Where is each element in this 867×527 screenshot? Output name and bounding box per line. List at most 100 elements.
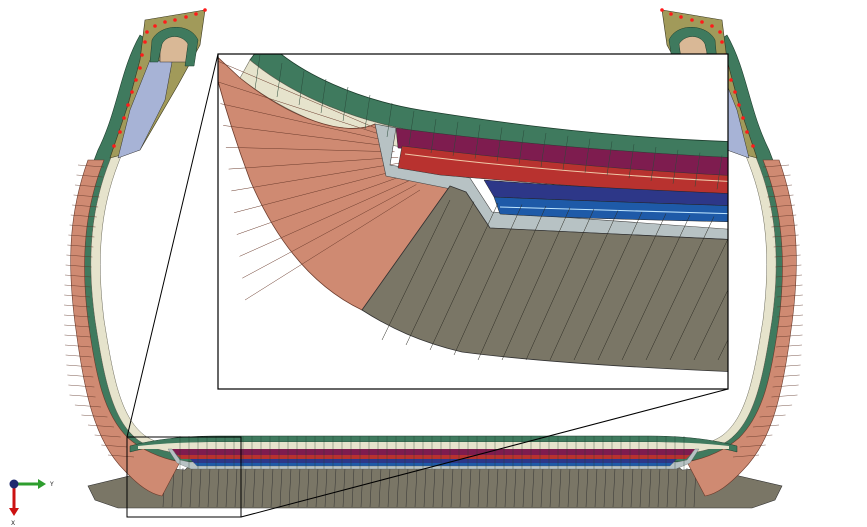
mesh-line [64,304,91,308]
mesh-line [218,81,384,136]
mesh-line [774,364,801,368]
mesh-line [254,54,261,90]
mesh-line [218,61,381,131]
mesh-line [764,174,791,178]
inset-cord-line-2 [499,206,728,215]
mesh-line [414,467,418,508]
node-marker [690,18,694,22]
mesh-line [66,254,93,258]
inset-sidewall-mesh [218,61,421,301]
mesh-line [261,467,265,508]
mesh-line [675,467,679,508]
mesh-line [776,324,803,328]
mesh-line [522,467,526,508]
mesh-line [228,157,399,170]
mesh-line [453,204,523,356]
mesh-line [429,202,499,351]
crown-belt-navy [190,459,677,463]
mesh-line [432,467,436,508]
mesh-line [342,467,346,508]
mesh-line [694,152,701,187]
mesh-line [732,454,760,458]
tread-mesh-lines [162,467,697,508]
mesh-line [76,174,103,178]
mesh-line [774,254,801,258]
node-marker [203,8,207,12]
mesh-line [775,264,802,268]
mesh-line [387,467,391,508]
mesh-line [65,264,92,268]
mesh-line [513,467,517,508]
crown-belt-red [177,455,690,459]
mesh-line [752,424,780,428]
mesh-line [231,162,402,192]
node-marker [751,144,755,148]
mesh-line [558,467,562,508]
mesh-line [765,184,793,188]
left-sidewall-mesh [64,164,135,458]
mesh-line [739,444,766,448]
mesh-line [70,214,97,218]
mesh-line [773,374,800,378]
mesh-line [234,467,238,508]
mesh-line [66,364,93,368]
mesh-line [573,211,643,361]
mesh-line [279,467,283,508]
mesh-line [612,467,616,508]
y-axis-arrowhead [38,479,46,489]
mesh-line [68,384,95,388]
mesh-line [770,214,797,218]
mesh-line [666,467,670,508]
mesh-line [360,467,364,508]
zoom-inset [217,53,729,390]
mesh-line [474,124,481,159]
mesh-line [450,467,454,508]
mesh-line [716,155,723,190]
mesh-line [198,467,202,508]
mesh-line [405,467,409,508]
mesh-line [531,467,535,508]
mesh-line [486,467,490,508]
mesh-line [236,173,410,235]
mesh-line [72,204,99,208]
mesh-line [64,284,91,288]
node-marker [184,15,188,19]
coordinate-triad: Y X [9,479,54,527]
crown-ply-gray [167,448,700,470]
crown-inner-liner [138,442,729,449]
mesh-line [669,238,728,361]
mesh-line [585,467,589,508]
node-marker [710,24,714,28]
mesh-line [306,467,310,508]
node-marker [118,130,122,134]
crown-belt-blue [194,463,673,466]
mesh-line [74,184,102,188]
mesh-line [746,434,773,438]
mesh-line [378,467,382,508]
mesh-line [672,149,679,184]
mesh-line [562,135,569,170]
mesh-line [298,70,305,106]
node-marker [153,24,157,28]
mesh-line [64,324,91,328]
mesh-line [776,334,803,338]
mesh-line [324,467,328,508]
mesh-line [225,147,395,153]
mesh-line [501,207,571,361]
node-marker [729,78,733,82]
mesh-line [276,62,283,98]
mesh-line [767,194,794,198]
mesh-line [567,467,571,508]
mesh-line [381,199,451,341]
node-marker [145,30,149,34]
node-marker [140,53,144,57]
node-marker [163,20,167,24]
mesh-line [772,384,799,388]
mesh-line [94,434,121,438]
mesh-line [386,102,393,138]
crown-mesh-lines [179,436,685,469]
mesh-line [64,314,91,318]
mesh-line [69,394,96,398]
mesh-line [630,467,634,508]
